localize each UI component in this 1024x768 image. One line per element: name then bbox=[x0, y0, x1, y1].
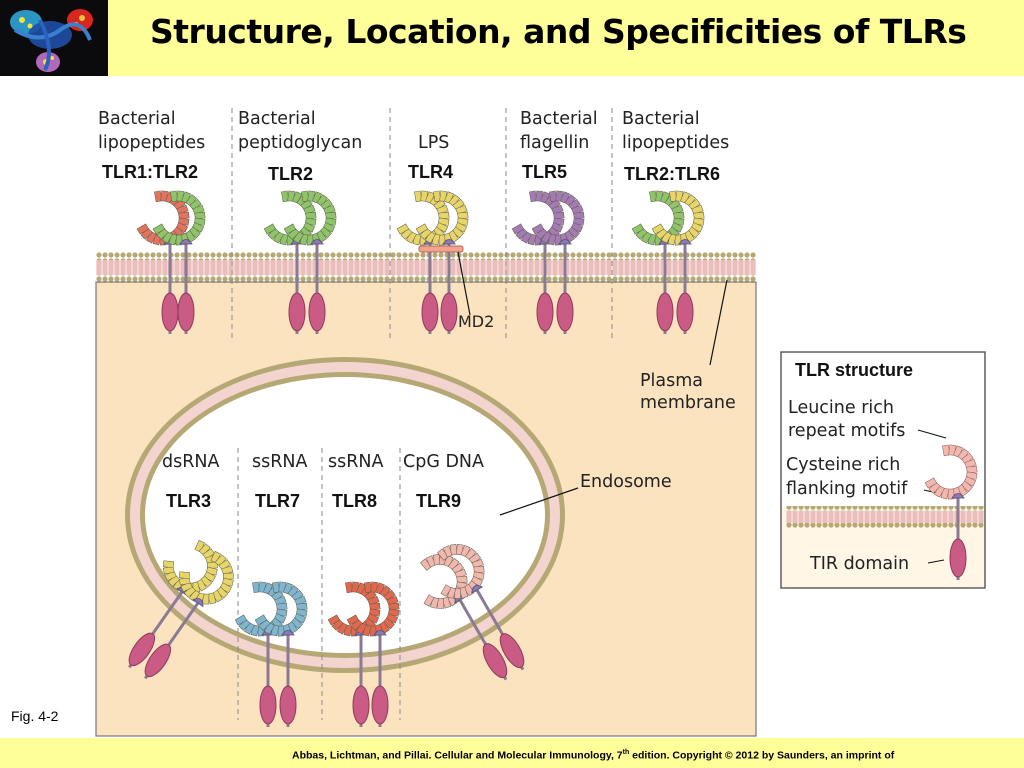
ligand-label: LPS bbox=[418, 133, 449, 153]
cysteine-cap bbox=[373, 630, 387, 636]
tlr-structure-inset: TLR structure Leucine rich repeat motifs… bbox=[780, 351, 986, 589]
tlr-receptor bbox=[144, 551, 234, 680]
ligand-label: CpG DNA bbox=[403, 452, 484, 472]
tir-domain bbox=[656, 292, 674, 332]
tlr-receptor bbox=[283, 190, 337, 334]
cysteine-cap bbox=[310, 239, 324, 245]
endosome-labels: dsRNA TLR3 ssRNA TLR7 ssRNA TLR8 CpG DNA… bbox=[162, 452, 484, 511]
cysteine-cap bbox=[471, 585, 484, 594]
cysteine-cap bbox=[442, 239, 456, 245]
tir-domain bbox=[482, 643, 508, 679]
receptor-name: TLR9 bbox=[416, 491, 461, 511]
tlr-receptor bbox=[136, 190, 190, 334]
cysteine-cap bbox=[192, 598, 204, 608]
leucine-rich-repeat bbox=[136, 190, 190, 246]
tir-domain bbox=[440, 292, 458, 332]
tir-domain bbox=[308, 292, 326, 332]
leucine-rich-repeat bbox=[254, 581, 308, 637]
surface-labels: Bacterial lipopeptides TLR1:TLR2 Bacteri… bbox=[98, 109, 729, 184]
inset-label: flanking motif bbox=[786, 479, 908, 499]
inset-label: TIR domain bbox=[809, 554, 909, 574]
md2-label: MD2 bbox=[458, 312, 494, 331]
protein-structure-logo bbox=[0, 0, 108, 76]
tlr-receptor bbox=[531, 190, 585, 334]
ligand-label: ssRNA bbox=[252, 452, 307, 472]
ligand-label: peptidoglycan bbox=[238, 133, 362, 153]
plasma-membrane bbox=[96, 252, 756, 283]
ligand-label: lipopeptides bbox=[622, 133, 729, 153]
tlr-receptor bbox=[437, 544, 525, 671]
plasma-membrane-label: membrane bbox=[640, 393, 736, 413]
receptor-name: TLR3 bbox=[166, 491, 211, 511]
tir-domain bbox=[288, 292, 306, 332]
tir-domain bbox=[536, 292, 554, 332]
tir-domain bbox=[161, 292, 179, 332]
tir-domain bbox=[676, 292, 694, 332]
cysteine-cap bbox=[281, 630, 295, 636]
tir-domain bbox=[352, 685, 370, 725]
receptor-name: TLR5 bbox=[522, 162, 567, 182]
receptor-name: TLR7 bbox=[255, 491, 300, 511]
ligand-label: dsRNA bbox=[162, 452, 219, 472]
receptor-name: TLR4 bbox=[408, 162, 453, 182]
title-bar: Structure, Location, and Specificities o… bbox=[0, 0, 1024, 76]
receptor-name: TLR2 bbox=[268, 164, 313, 184]
protein-ribbon-icon bbox=[0, 0, 108, 76]
tir-domain bbox=[421, 292, 439, 332]
plasma-membrane-callout-line bbox=[709, 279, 728, 366]
cysteine-cap bbox=[558, 239, 572, 245]
receptor-name: TLR8 bbox=[332, 491, 377, 511]
figure-label: Fig. 4-2 bbox=[11, 708, 59, 724]
tlr-receptor bbox=[346, 581, 400, 727]
tir-domain bbox=[177, 292, 195, 332]
ligand-label: lipopeptides bbox=[98, 133, 205, 153]
receptor-name: TLR2:TLR6 bbox=[624, 164, 720, 184]
tir-domain bbox=[556, 292, 574, 332]
tlr-diagram: Bacterial lipopeptides TLR1:TLR2 Bacteri… bbox=[95, 108, 986, 737]
tlr-receptor bbox=[415, 190, 469, 334]
leucine-rich-repeat bbox=[178, 551, 234, 605]
ligand-label: Bacterial bbox=[622, 109, 700, 129]
inset-receptor bbox=[924, 444, 978, 580]
cysteine-cap bbox=[179, 239, 193, 245]
tlr-receptor bbox=[420, 554, 508, 681]
endosome-label: Endosome bbox=[580, 472, 672, 492]
tir-domain bbox=[279, 685, 297, 725]
inset-label: Leucine rich bbox=[788, 398, 894, 418]
ligand-label: Bacterial bbox=[98, 109, 176, 129]
tlr-receptor bbox=[254, 581, 308, 727]
tlr-receptor bbox=[152, 190, 206, 334]
tlr-receptor bbox=[924, 444, 978, 580]
footer: Abbas, Lichtman, and Pillai. Cellular an… bbox=[0, 738, 1024, 768]
ligand-label: flagellin bbox=[520, 133, 589, 153]
column-dividers bbox=[231, 108, 613, 720]
tir-domain bbox=[144, 643, 172, 678]
inset-label: Cysteine rich bbox=[786, 455, 900, 475]
tir-domain bbox=[128, 632, 156, 667]
md2-bar bbox=[418, 245, 464, 253]
inset-label: repeat motifs bbox=[788, 421, 905, 441]
tir-domain bbox=[499, 633, 525, 669]
cysteine-cap bbox=[678, 239, 692, 245]
receptor-name: TLR1:TLR2 bbox=[102, 162, 198, 182]
inset-title: TLR structure bbox=[795, 360, 913, 380]
tlr-receptor bbox=[651, 190, 705, 334]
leucine-rich-repeat bbox=[283, 190, 337, 246]
ligand-label: Bacterial bbox=[520, 109, 598, 129]
citation: Abbas, Lichtman, and Pillai. Cellular an… bbox=[292, 749, 895, 762]
md2-callout-line bbox=[457, 251, 471, 316]
ligand-label: Bacterial bbox=[238, 109, 316, 129]
tir-domain bbox=[259, 685, 277, 725]
receptors bbox=[128, 190, 705, 727]
slide-title: Structure, Location, and Specificities o… bbox=[150, 12, 967, 51]
endosome-callout-line bbox=[499, 487, 579, 516]
ligand-label: ssRNA bbox=[328, 452, 383, 472]
tir-domain bbox=[371, 685, 389, 725]
plasma-membrane-label: Plasma bbox=[640, 371, 703, 391]
